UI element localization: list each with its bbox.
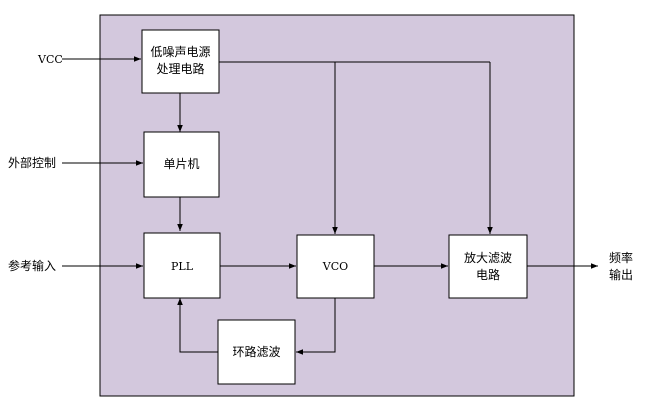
amp-filter-label-line1: 放大滤波 <box>464 250 512 265</box>
mcu-block: 单片机 <box>143 131 220 198</box>
vco-block: VCO <box>296 234 375 299</box>
output-label-line2: 输出 <box>609 267 633 282</box>
vcc-label: VCC <box>37 53 63 66</box>
power-label-line2: 处理电路 <box>156 61 204 76</box>
power-label-line1: 低噪声电源 <box>150 45 210 59</box>
vco-label: VCO <box>322 260 348 273</box>
amp-filter-block: 放大滤波 电路 <box>448 234 528 299</box>
amp-filter-label-line2: 电路 <box>476 267 500 282</box>
power-block: 低噪声电源 处理电路 <box>141 29 220 94</box>
loop-filter-label: 环路滤波 <box>232 344 280 359</box>
external-control-label: 外部控制 <box>8 155 56 170</box>
mcu-label: 单片机 <box>163 157 199 171</box>
filter-to-pll-arrow <box>177 298 218 353</box>
reference-input-label: 参考输入 <box>8 258 56 273</box>
output-label-line1: 频率 <box>609 250 633 265</box>
vco-to-filter-arrow <box>296 298 336 355</box>
pll-label: PLL <box>171 260 194 273</box>
loop-filter-block: 环路滤波 <box>217 319 296 385</box>
pll-block: PLL <box>143 232 221 299</box>
